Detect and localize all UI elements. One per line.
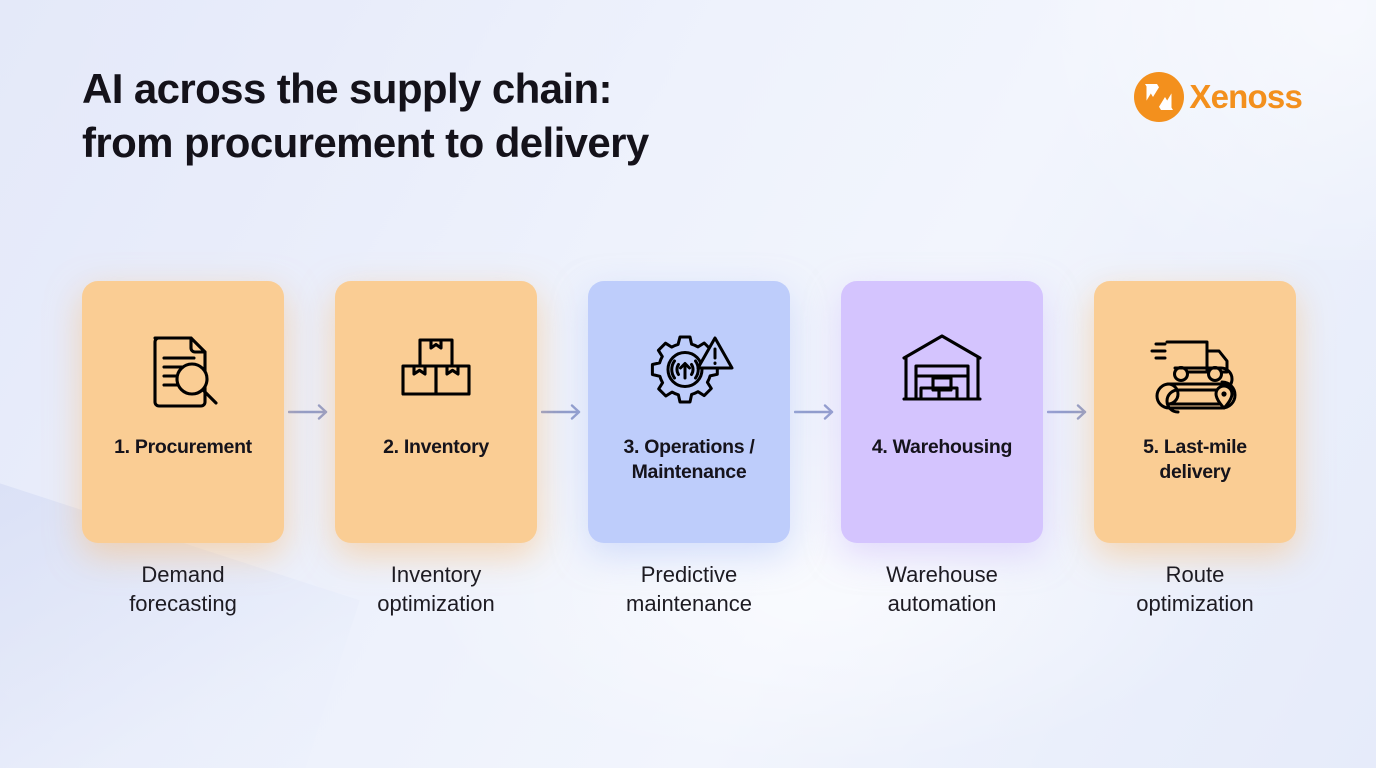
flow-step-title-3: 3. Operations / Maintenance <box>623 436 755 483</box>
arrow-right-icon-4 <box>1043 281 1094 543</box>
flow-step-title-5: 5. Last-mile delivery <box>1143 436 1247 483</box>
xenoss-logo-icon <box>1134 72 1185 122</box>
flow-step-card-5[interactable]: 5. Last-mile delivery <box>1094 281 1296 543</box>
arrow-right-icon-1 <box>284 281 335 543</box>
flow-step-title-4: 4. Warehousing <box>871 436 1013 458</box>
logo-wordmark: Xenoss <box>1189 78 1302 115</box>
flow-step-caption-4: Warehouse automation <box>886 562 998 617</box>
delivery-truck-route-icon <box>1145 317 1245 423</box>
arrow-right-icon-2 <box>537 281 588 543</box>
brand-logo: Xenoss <box>1134 72 1303 122</box>
header: AI across the supply chain: from procure… <box>0 0 1376 200</box>
gear-warning-icon <box>641 317 737 423</box>
flow-step-caption-2: Inventory optimization <box>377 562 495 617</box>
flow-step-title-2: 2. Inventory <box>383 436 489 458</box>
flow-step-caption-1: Demand forecasting <box>129 562 237 617</box>
warehouse-icon <box>894 317 990 423</box>
page-title: AI across the supply chain: from procure… <box>82 65 649 166</box>
arrow-right-icon-3 <box>790 281 841 543</box>
flow-step-card-2[interactable]: 2. Inventory <box>335 281 537 543</box>
flow-captions: Demand forecasting Inventory optimizatio… <box>82 560 1297 619</box>
flow-step-card-3[interactable]: 3. Operations / Maintenance <box>588 281 790 543</box>
document-search-icon <box>137 317 229 423</box>
supply-chain-flow: 1. Procurement 2. Inventory <box>82 281 1297 543</box>
flow-step-card-4[interactable]: 4. Warehousing <box>841 281 1043 543</box>
stacked-boxes-icon <box>390 317 482 423</box>
flow-step-title-1: 1. Procurement <box>114 436 252 458</box>
flow-step-caption-3: Predictive maintenance <box>626 562 752 617</box>
flow-step-card-1[interactable]: 1. Procurement <box>82 281 284 543</box>
flow-step-caption-5: Route optimization <box>1136 562 1254 617</box>
